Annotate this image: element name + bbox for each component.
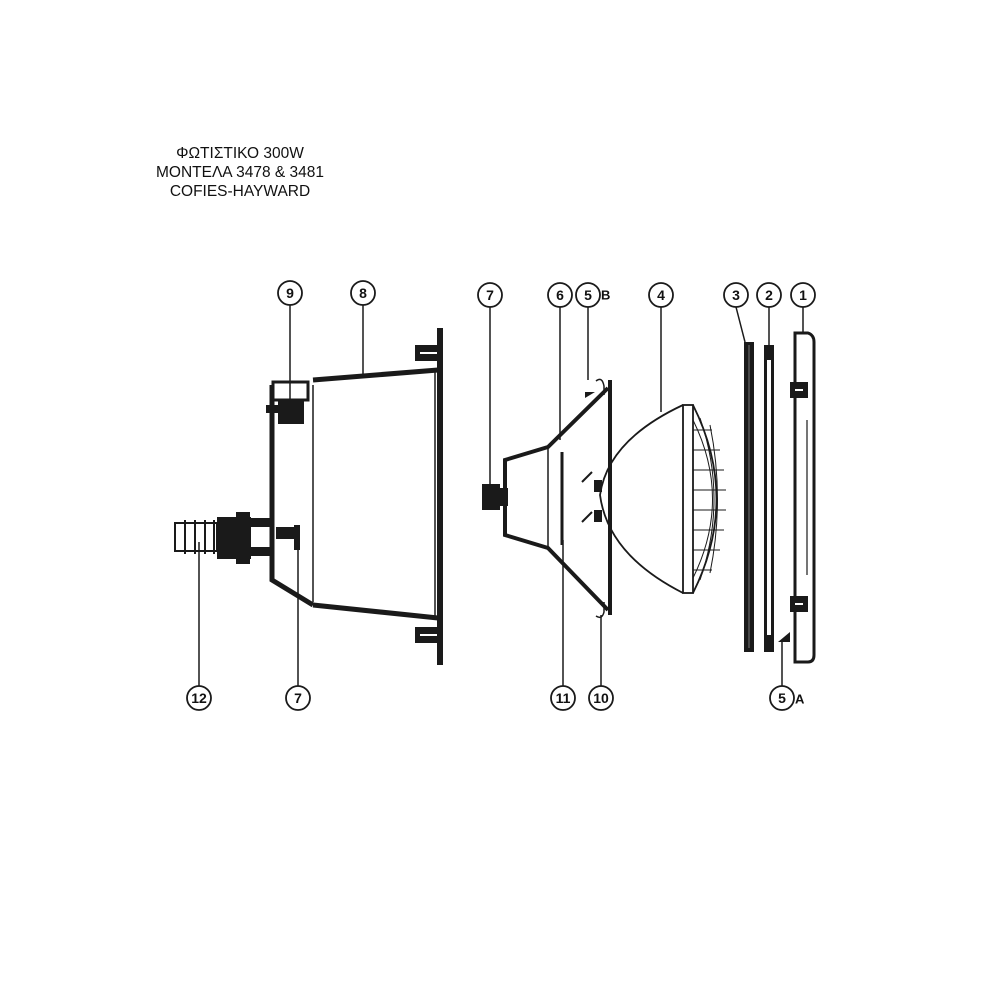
svg-text:6: 6 xyxy=(556,287,564,303)
callout-3: 3 xyxy=(723,282,749,308)
callout-1: 1 xyxy=(790,282,816,308)
svg-text:4: 4 xyxy=(657,287,665,303)
cable-gland xyxy=(174,512,300,564)
svg-text:2: 2 xyxy=(765,287,773,303)
trim-ring xyxy=(790,331,816,664)
svg-text:7: 7 xyxy=(486,287,494,303)
callout-10: 10 xyxy=(588,685,614,711)
svg-text:B: B xyxy=(601,288,610,303)
svg-text:5: 5 xyxy=(584,287,592,303)
diagram-title: ΦΩΤΙΣΤΙΚΟ 300W ΜΟΝΤΕΛΑ 3478 & 3481 COFIE… xyxy=(140,144,340,201)
reflector xyxy=(482,378,612,619)
svg-text:9: 9 xyxy=(286,285,294,301)
callout-6: 6 xyxy=(547,282,573,308)
title-line-3: COFIES-HAYWARD xyxy=(169,183,311,200)
callout-4: 4 xyxy=(648,282,674,308)
svg-text:8: 8 xyxy=(359,285,367,301)
callout-8: 8 xyxy=(350,280,376,306)
callout-7-top: 7 xyxy=(477,282,503,308)
callout-11: 11 xyxy=(550,685,576,711)
callout-12: 12 xyxy=(186,685,212,711)
title-line-1: ΦΩΤΙΣΤΙΚΟ 300W xyxy=(176,145,304,162)
par56-lamp xyxy=(594,404,726,594)
leader-lines xyxy=(198,305,804,686)
svg-text:10: 10 xyxy=(593,690,609,706)
svg-text:A: A xyxy=(795,692,805,707)
svg-text:5: 5 xyxy=(778,690,786,706)
svg-text:3: 3 xyxy=(732,287,740,303)
svg-text:11: 11 xyxy=(556,690,571,706)
svg-text:12: 12 xyxy=(191,690,207,706)
gasket xyxy=(744,342,754,652)
svg-text:1: 1 xyxy=(799,287,807,303)
title-line-2: ΜΟΝΤΕΛΑ 3478 & 3481 xyxy=(155,164,325,181)
callout-7-bottom: 7 xyxy=(285,685,311,711)
callout-9: 9 xyxy=(277,280,303,306)
callout-2: 2 xyxy=(756,282,782,308)
niche-housing xyxy=(266,328,443,665)
lens xyxy=(764,345,790,652)
svg-text:7: 7 xyxy=(294,690,302,706)
